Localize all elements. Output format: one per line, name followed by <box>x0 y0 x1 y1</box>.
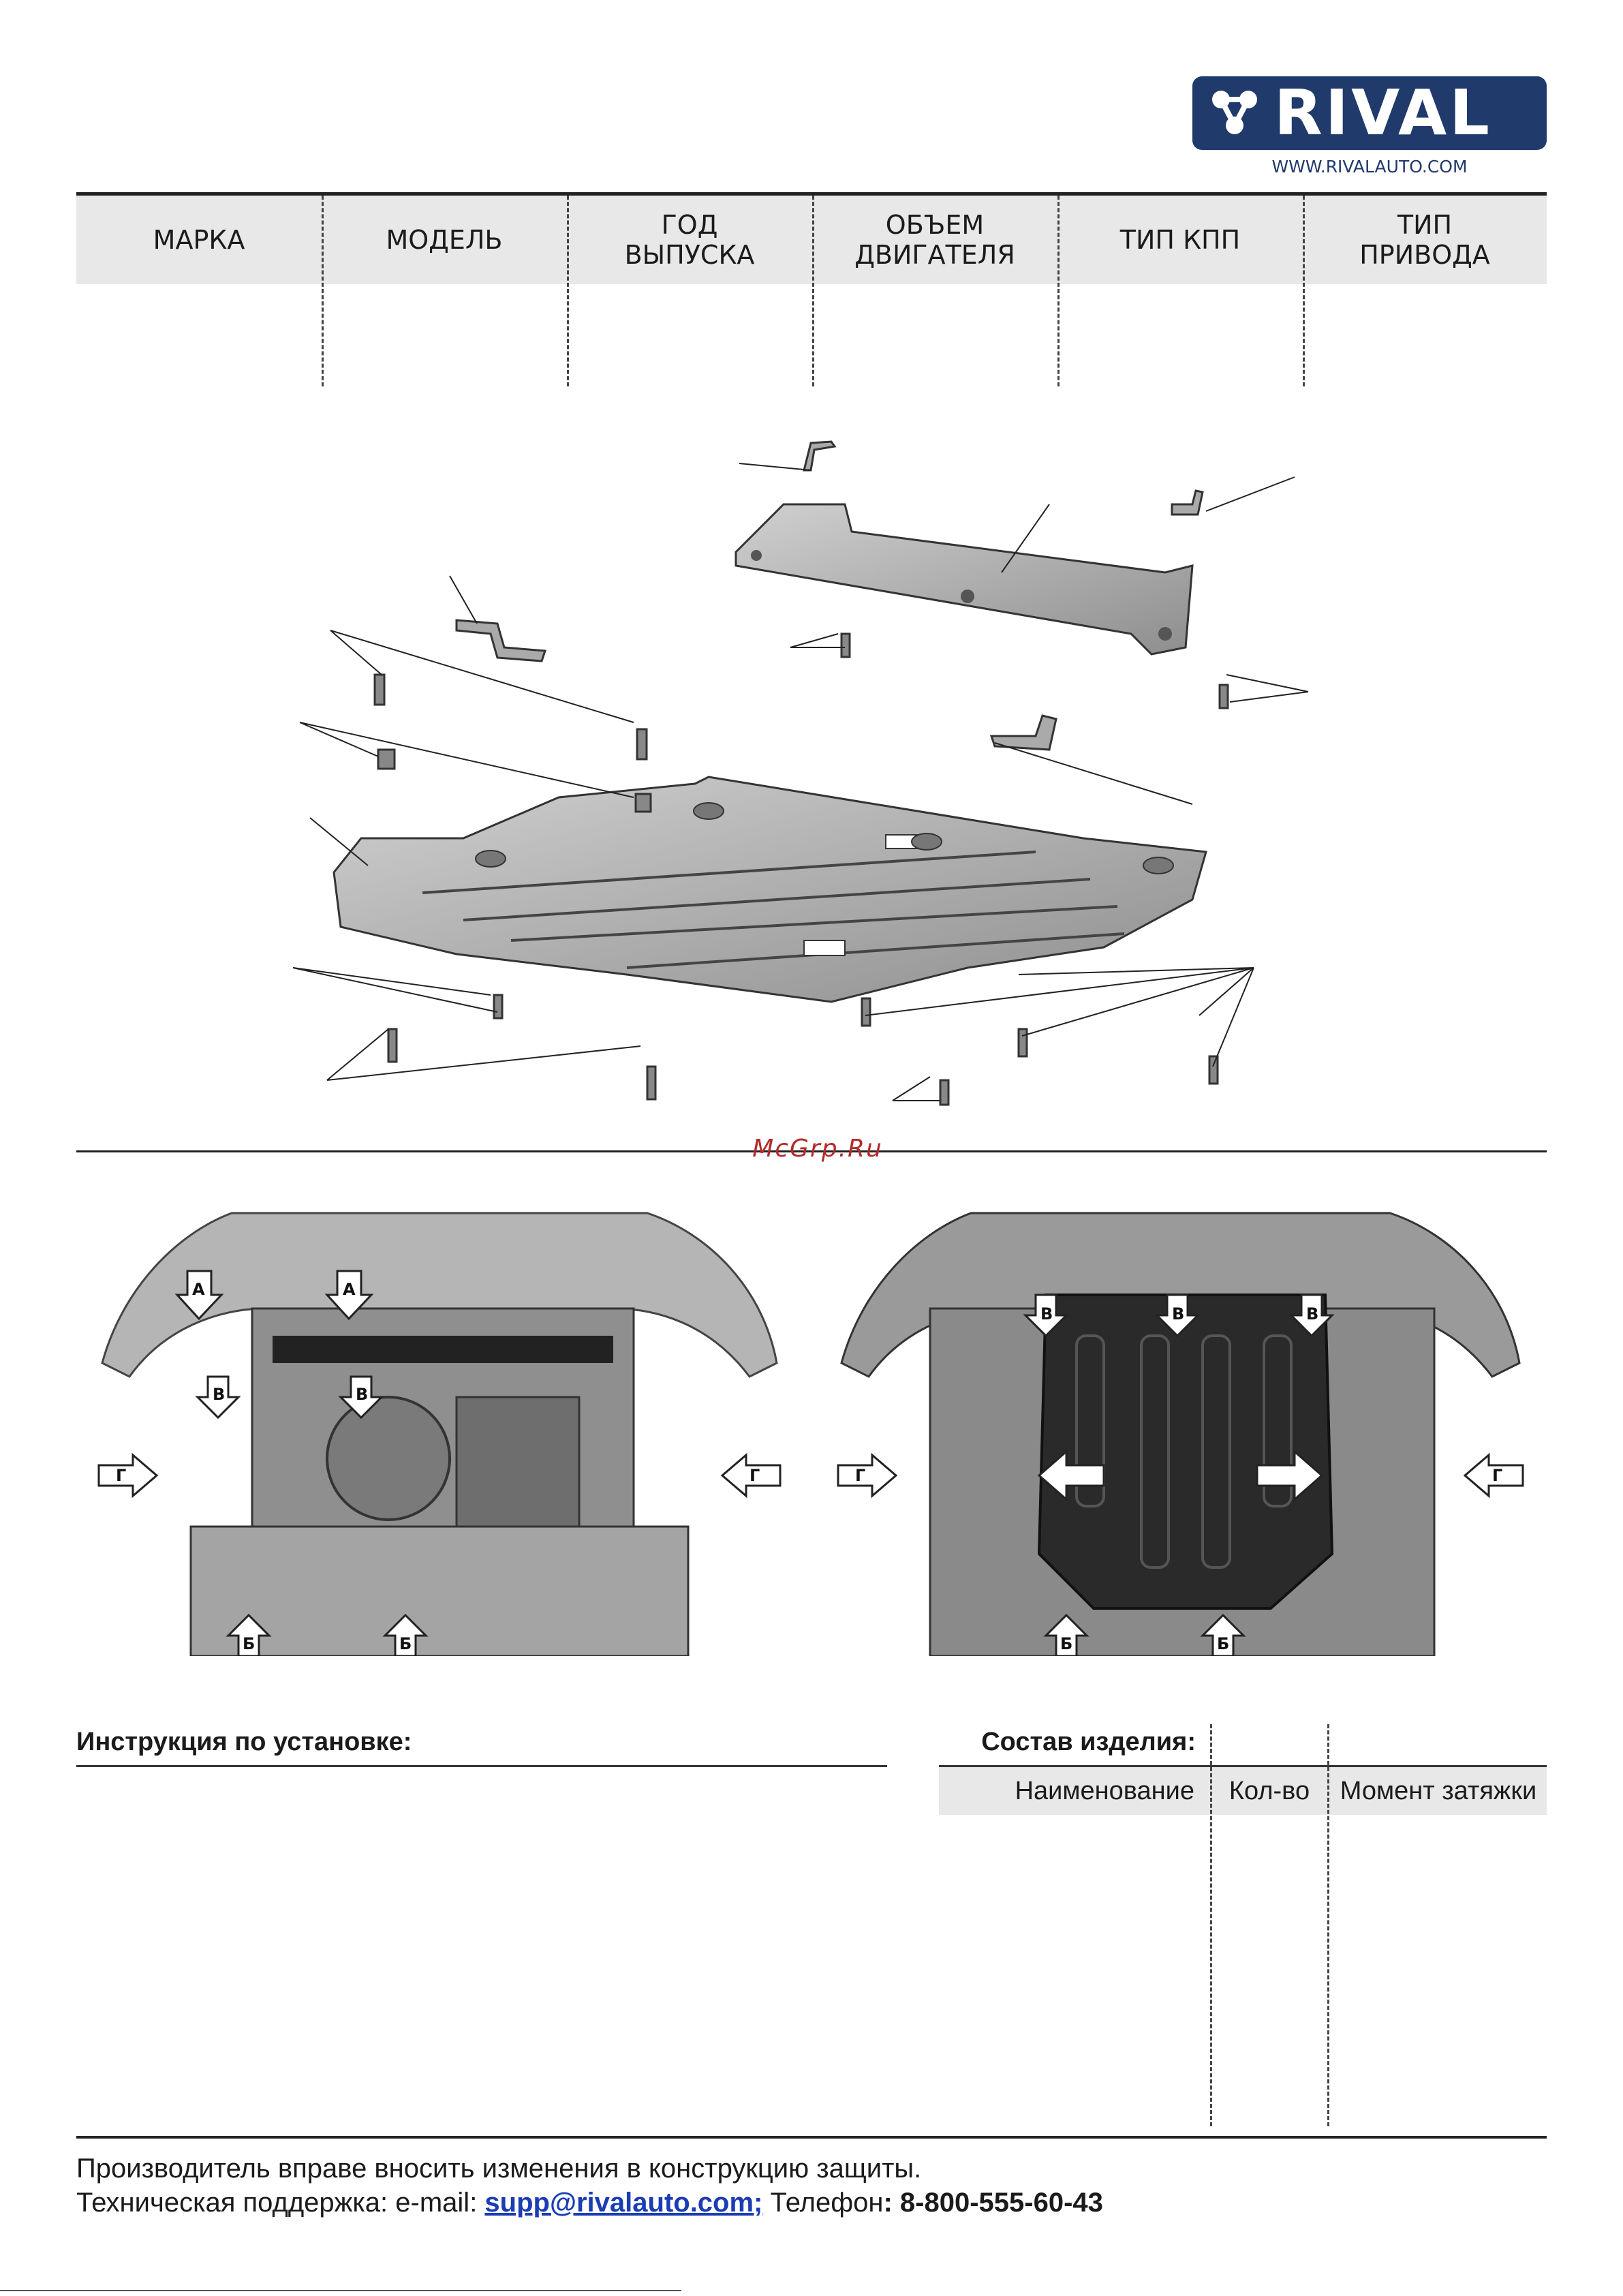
skid-plate-part <box>333 776 1207 1003</box>
label-g: Г <box>116 1466 126 1485</box>
label-g: Г <box>1492 1466 1502 1485</box>
instructions-rule <box>76 1765 887 1767</box>
footer-disclaimer: Производитель вправе вносить изменения в… <box>76 2154 922 2184</box>
label-v: В <box>1040 1304 1053 1323</box>
website-link[interactable]: WWW.RIVALAUTO.COM <box>1271 157 1468 177</box>
composition-col-torque: Момент затяжки <box>1340 1776 1537 1805</box>
footer-rule <box>76 2136 1547 2139</box>
composition-rule <box>939 1765 1547 1767</box>
label-b: Б <box>399 1634 412 1653</box>
composition-col-qty: Кол-во <box>1228 1776 1310 1805</box>
logo-wordmark: RIVAL <box>1274 76 1492 149</box>
header-cell-gearbox: ТИП КПП <box>1119 225 1241 255</box>
label-v: В <box>213 1385 225 1404</box>
header-divider <box>322 196 324 386</box>
header-cell-model: МОДЕЛЬ <box>386 225 503 255</box>
label-v: В <box>1172 1304 1184 1323</box>
leader-lines <box>292 463 1309 1101</box>
underbody-photo-before: А А В В Г Г Б Б <box>97 1212 782 1656</box>
section-divider <box>76 1150 1547 1152</box>
label-g: Г <box>749 1466 760 1485</box>
instructions-title: Инструкция по установке: <box>76 1728 412 1756</box>
watermark: McGrp.Ru <box>752 1135 883 1163</box>
composition-col-name: Наименование <box>1015 1776 1194 1805</box>
label-v: В <box>1306 1304 1318 1323</box>
cross-member-part <box>735 503 1194 656</box>
header-divider <box>567 196 569 386</box>
support-email-separator: ; <box>754 2188 763 2218</box>
support-phone: : 8-800-555-60-43 <box>883 2188 1103 2218</box>
bracket-part <box>455 440 1204 751</box>
phone-prefix: Телефон <box>762 2188 884 2218</box>
label-b: Б <box>243 1634 255 1653</box>
label-g: Г <box>855 1466 865 1485</box>
header-band <box>76 196 1547 284</box>
support-prefix: Техническая поддержка: e-mail: <box>76 2188 485 2218</box>
page-bottom-edge <box>0 2290 681 2291</box>
rival-emblem-icon <box>1212 91 1257 134</box>
footer-support: Техническая поддержка: e-mail: supp@riva… <box>76 2188 1103 2218</box>
composition-title: Состав изделия: <box>981 1728 1196 1756</box>
rival-logo: RIVAL <box>1192 76 1547 150</box>
arrow-markers <box>837 1294 1524 1656</box>
header-top-rule <box>76 192 1547 196</box>
arrow-markers <box>97 1270 782 1656</box>
label-b: Б <box>1217 1634 1229 1653</box>
composition-divider <box>1327 1724 1329 2126</box>
composition-header-band <box>939 1767 1547 1815</box>
fastener-parts <box>373 632 1229 1106</box>
label-v: В <box>356 1385 368 1404</box>
underbody-photo-after: В В В Г Г Б Б <box>837 1212 1524 1656</box>
support-email-link[interactable]: supp@rivalauto.com <box>484 2188 754 2218</box>
label-a: А <box>343 1280 356 1299</box>
label-a: А <box>192 1280 205 1299</box>
header-cell-brand: МАРКА <box>153 225 245 255</box>
header-divider <box>812 196 814 386</box>
header-divider <box>1303 196 1305 386</box>
header-divider <box>1057 196 1060 386</box>
exploded-parts-drawing <box>292 440 1309 1106</box>
label-b: Б <box>1060 1634 1072 1653</box>
composition-divider <box>1210 1724 1212 2126</box>
